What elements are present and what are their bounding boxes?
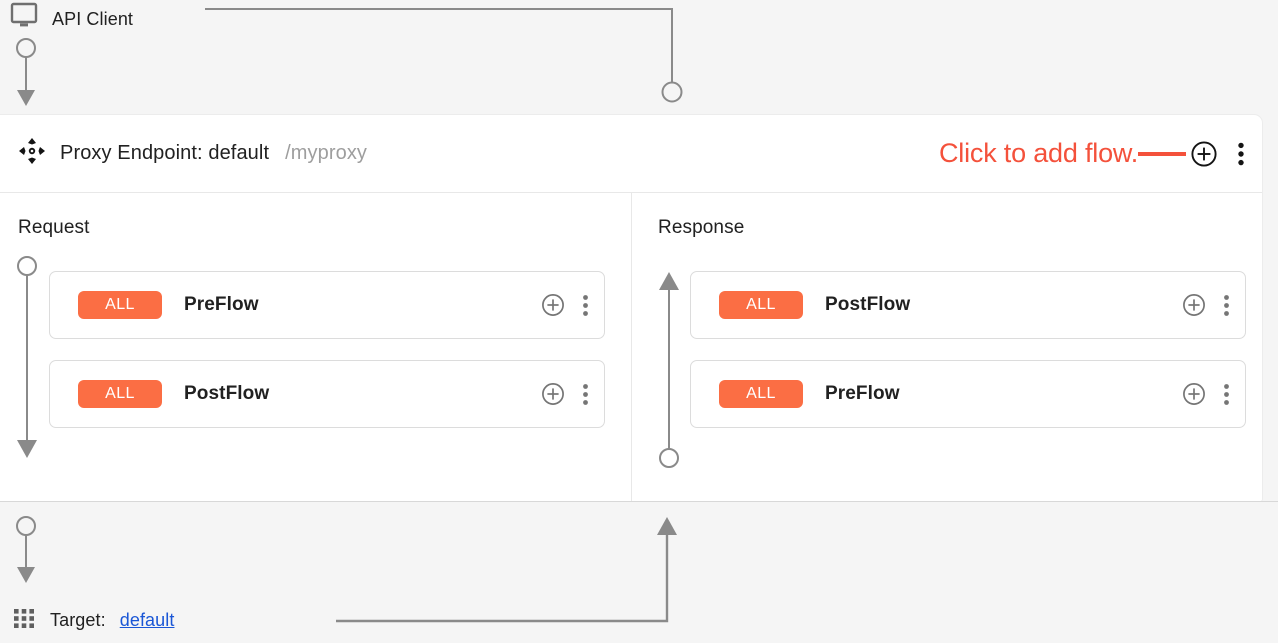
add-step-button[interactable]: [539, 380, 567, 408]
more-vertical-icon: [1224, 383, 1229, 405]
request-flow-list: ALL PreFlow: [49, 271, 605, 428]
flow-name-label: PostFlow: [184, 383, 270, 404]
request-column: Request ALL PreFlow: [0, 193, 632, 501]
request-flow-rail-down: [17, 256, 37, 458]
proxy-to-client-return-connector: [205, 8, 683, 103]
grid-dots-icon: [12, 606, 36, 635]
plus-circle-icon: [1183, 383, 1205, 405]
flow-condition-badge: ALL: [78, 291, 162, 319]
request-column-title: Request: [18, 217, 90, 238]
flow-card-actions: [1180, 380, 1231, 408]
plus-circle-icon: [542, 294, 564, 316]
flow-card[interactable]: ALL PreFlow: [49, 271, 605, 339]
flow-card-actions: [1180, 291, 1231, 319]
api-client-band: API Client: [0, 0, 1278, 115]
endpoint-base-path: /myproxy: [285, 142, 368, 164]
more-vertical-icon: [1238, 142, 1244, 165]
flow-name-label: PreFlow: [184, 294, 259, 315]
move-arrows-icon[interactable]: [18, 137, 46, 170]
plus-circle-icon: [1183, 294, 1205, 316]
target-node[interactable]: Target: default: [12, 606, 174, 635]
flow-condition-badge: ALL: [78, 380, 162, 408]
api-client-node[interactable]: API Client: [8, 2, 133, 37]
proxy-endpoint-panel: Proxy Endpoint: default /myproxy Click t…: [0, 115, 1262, 501]
flow-card-actions: [539, 380, 590, 408]
add-flow-button[interactable]: [1190, 140, 1218, 168]
response-column-title: Response: [658, 217, 745, 238]
proxy-to-target-connector: [16, 516, 36, 583]
flow-name-label: PostFlow: [825, 294, 911, 315]
response-flow-rail-up: [659, 272, 679, 468]
api-client-label: API Client: [52, 9, 134, 29]
plus-circle-icon: [542, 383, 564, 405]
flow-menu-button[interactable]: [1222, 293, 1231, 318]
monitor-icon: [8, 2, 40, 37]
flow-card[interactable]: ALL PreFlow: [690, 360, 1246, 428]
flow-columns: Request ALL PreFlow: [0, 193, 1262, 501]
hint-pointer-line: [1138, 151, 1186, 156]
flow-card-actions: [539, 291, 590, 319]
add-step-button[interactable]: [1180, 291, 1208, 319]
page-title: Proxy Endpoint: default: [60, 142, 270, 164]
client-to-proxy-connector: [16, 38, 36, 106]
more-vertical-icon: [583, 383, 588, 405]
response-flow-list: ALL PostFlow: [690, 271, 1246, 428]
response-column: Response ALL PostFlow: [632, 193, 1262, 501]
proxy-endpoint-header: Proxy Endpoint: default /myproxy Click t…: [0, 115, 1262, 193]
add-step-button[interactable]: [539, 291, 567, 319]
flow-condition-badge: ALL: [719, 291, 803, 319]
target-name-link[interactable]: default: [119, 610, 175, 630]
proxy-endpoint-menu-button[interactable]: [1230, 115, 1252, 192]
flow-menu-button[interactable]: [1222, 382, 1231, 407]
target-label: Target:: [50, 610, 106, 630]
flow-menu-button[interactable]: [581, 293, 590, 318]
more-vertical-icon: [583, 294, 588, 316]
target-to-proxy-connector: [336, 517, 677, 623]
flow-menu-button[interactable]: [581, 382, 590, 407]
flow-card[interactable]: ALL PostFlow: [49, 360, 605, 428]
more-vertical-icon: [1224, 294, 1229, 316]
add-flow-hint-text: Click to add flow.: [939, 138, 1138, 168]
target-band: Target: default: [0, 501, 1278, 643]
add-step-button[interactable]: [1180, 380, 1208, 408]
add-flow-hint-group: Click to add flow.: [939, 115, 1218, 192]
flow-card[interactable]: ALL PostFlow: [690, 271, 1246, 339]
flow-name-label: PreFlow: [825, 383, 900, 404]
flow-condition-badge: ALL: [719, 380, 803, 408]
